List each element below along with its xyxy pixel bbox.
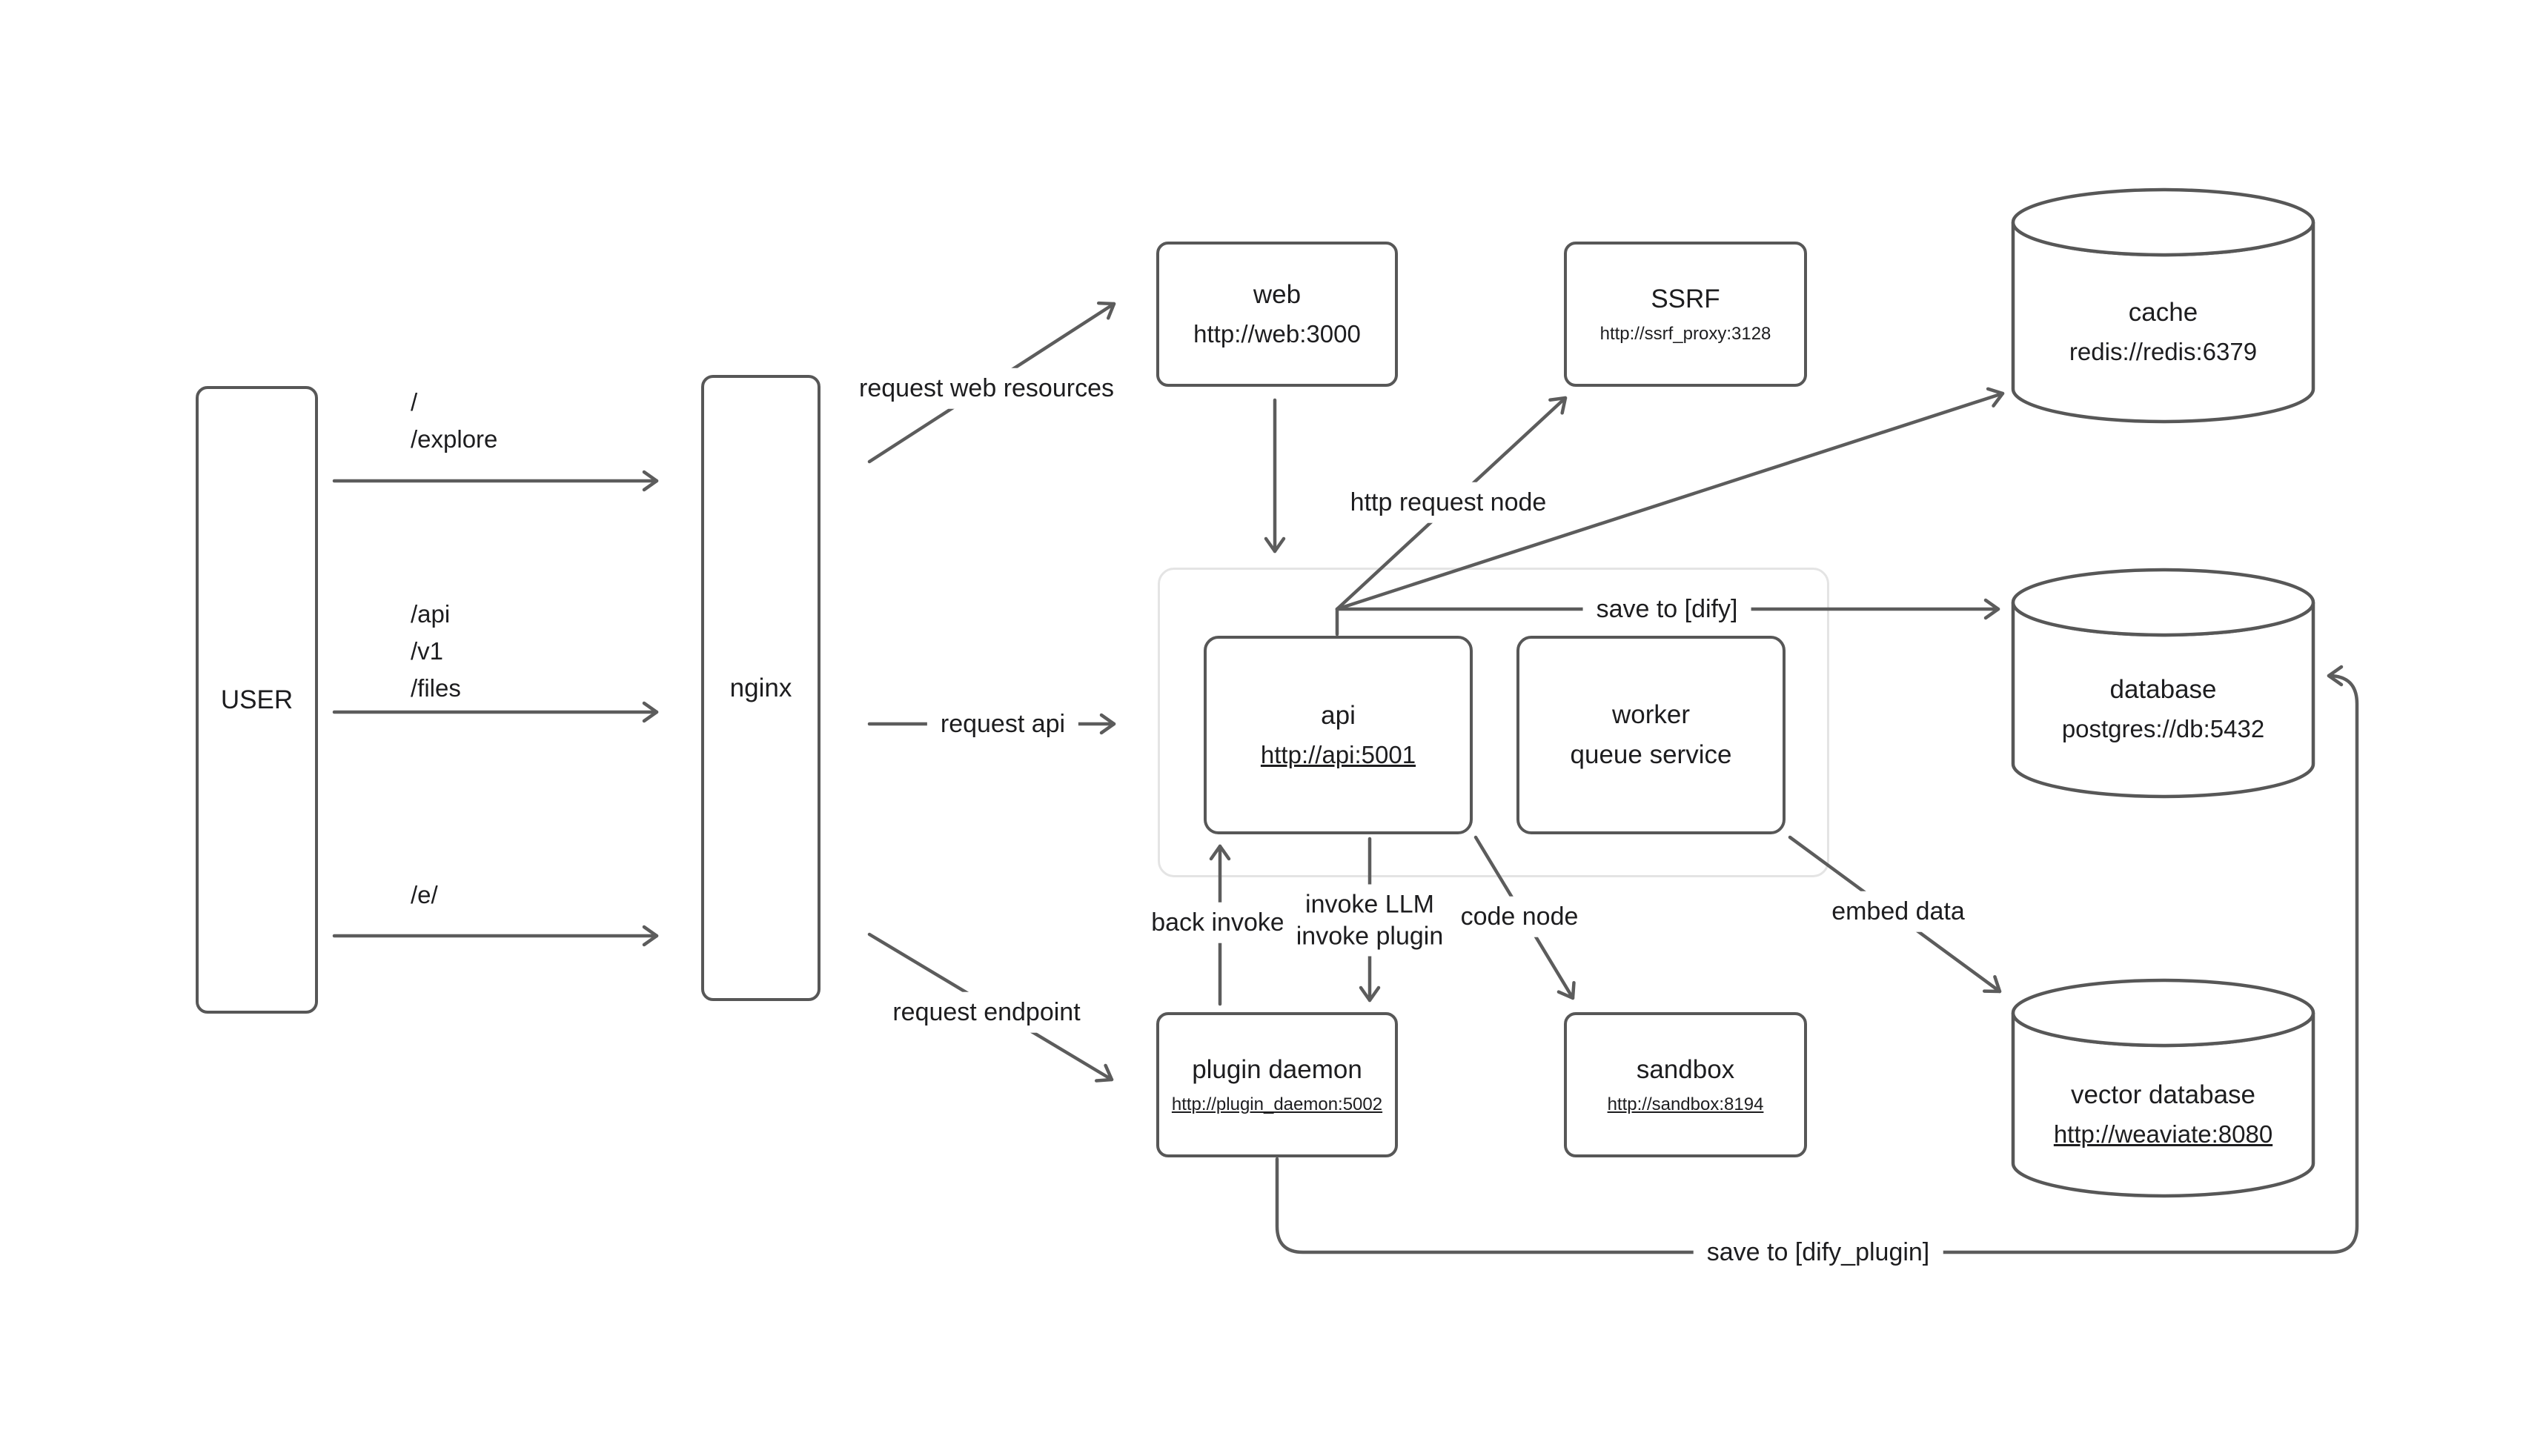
vector-database-label: vector database bbox=[2070, 1080, 2256, 1109]
user-path-root: / bbox=[411, 388, 418, 416]
database-cylinder-shape bbox=[2011, 568, 2315, 799]
web-url: http://web:3000 bbox=[1193, 320, 1361, 348]
user-path-v1: /v1 bbox=[411, 637, 444, 665]
node-vector-database: vector database http://weaviate:8080 bbox=[2011, 978, 2315, 1198]
node-cache: cache redis://redis:6379 bbox=[2011, 187, 2315, 424]
ssrf-label: SSRF bbox=[1651, 284, 1720, 313]
user-paths-bottom: /e/ bbox=[411, 877, 438, 914]
edge-label-invoke: invoke LLM invoke plugin bbox=[1282, 884, 1457, 957]
plugin-daemon-label: plugin daemon bbox=[1192, 1054, 1362, 1084]
edge-label-back-invoke: back invoke bbox=[1138, 902, 1298, 943]
user-path-e: /e/ bbox=[411, 881, 438, 908]
edge-label-save-to-dify-plugin: save to [dify_plugin] bbox=[1693, 1231, 1943, 1273]
node-worker: worker queue service bbox=[1516, 636, 1786, 834]
cache-cylinder-shape bbox=[2011, 187, 2315, 424]
edge-api-cache bbox=[1335, 387, 2005, 611]
node-nginx: nginx bbox=[701, 375, 820, 1001]
edge-label-invoke-plugin: invoke plugin bbox=[1296, 922, 1444, 950]
edge-label-save-to-dify: save to [dify] bbox=[1582, 588, 1751, 630]
edge-label-http-request-node: http request node bbox=[1336, 482, 1560, 523]
node-plugin-daemon: plugin daemon http://plugin_daemon:5002 bbox=[1156, 1012, 1398, 1157]
api-url-link[interactable]: http://api:5001 bbox=[1260, 741, 1416, 769]
node-user: USER bbox=[196, 386, 318, 1014]
user-path-explore: /explore bbox=[411, 425, 498, 453]
node-sandbox: sandbox http://sandbox:8194 bbox=[1564, 1012, 1807, 1157]
database-url: postgres://db:5432 bbox=[2061, 715, 2265, 743]
vector-database-url-link[interactable]: http://weaviate:8080 bbox=[2053, 1120, 2273, 1148]
user-path-api: /api bbox=[411, 600, 451, 628]
plugin-daemon-url-link[interactable]: http://plugin_daemon:5002 bbox=[1171, 1094, 1383, 1114]
group-api-worker bbox=[1158, 568, 1829, 877]
sandbox-label: sandbox bbox=[1636, 1054, 1735, 1084]
edge-plugin-daemon-database-save bbox=[1275, 665, 2359, 1254]
user-label: USER bbox=[220, 685, 294, 714]
edge-label-request-web-resources: request web resources bbox=[846, 368, 1127, 409]
node-api: api http://api:5001 bbox=[1204, 636, 1473, 834]
user-paths-top: / /explore bbox=[411, 384, 497, 458]
worker-label: worker bbox=[1611, 700, 1691, 729]
cache-label: cache bbox=[2128, 297, 2198, 327]
worker-sublabel: queue service bbox=[1570, 740, 1732, 769]
vector-database-cylinder-shape bbox=[2011, 978, 2315, 1198]
api-label: api bbox=[1321, 701, 1356, 731]
edge-label-invoke-llm: invoke LLM bbox=[1305, 890, 1434, 919]
edge-label-embed-data: embed data bbox=[1818, 891, 1978, 932]
node-database: database postgres://db:5432 bbox=[2011, 568, 2315, 799]
sandbox-url-link[interactable]: http://sandbox:8194 bbox=[1607, 1094, 1764, 1114]
web-label: web bbox=[1253, 280, 1302, 310]
edge-label-request-api: request api bbox=[926, 703, 1079, 745]
nginx-label: nginx bbox=[729, 673, 792, 702]
user-path-files: /files bbox=[411, 674, 461, 702]
edge-label-code-node: code node bbox=[1447, 896, 1592, 937]
edge-label-request-endpoint: request endpoint bbox=[879, 991, 1094, 1033]
ssrf-url: http://ssrf_proxy:3128 bbox=[1599, 323, 1771, 344]
node-web: web http://web:3000 bbox=[1156, 242, 1398, 387]
node-ssrf: SSRF http://ssrf_proxy:3128 bbox=[1564, 242, 1807, 387]
cache-url: redis://redis:6379 bbox=[2069, 337, 2258, 365]
user-paths-mid: /api /v1 /files bbox=[411, 596, 461, 707]
database-label: database bbox=[2109, 675, 2217, 705]
